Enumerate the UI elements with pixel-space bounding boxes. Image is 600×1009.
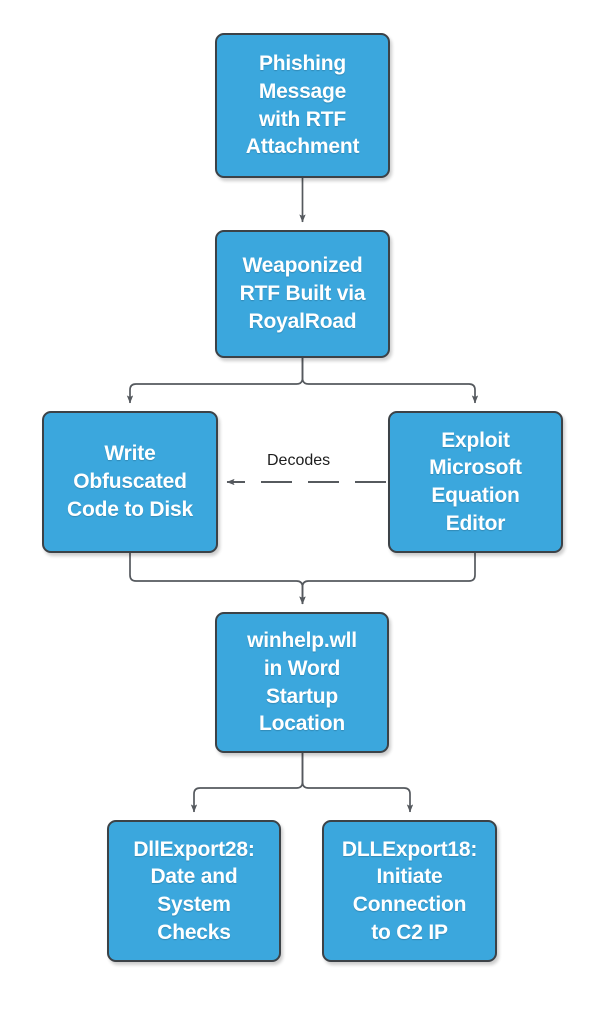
node-weaponized-rtf[interactable]: Weaponized RTF Built via RoyalRoad — [215, 230, 390, 358]
node-dllexport18[interactable]: DLLExport18: Initiate Connection to C2 I… — [322, 820, 497, 962]
node-exploit-equation-editor[interactable]: Exploit Microsoft Equation Editor — [388, 411, 563, 553]
edge-winhelp-to-dllexport28 — [190, 753, 304, 813]
edge-write-obfuscated-to-winhelp — [129, 553, 306, 605]
edge-weaponized-to-write-obfuscated — [126, 358, 304, 404]
edge-weaponized-to-exploit-equation-editor — [301, 358, 479, 404]
node-winhelp-wll[interactable]: winhelp.wll in Word Startup Location — [215, 612, 389, 753]
node-write-obfuscated-code[interactable]: Write Obfuscated Code to Disk — [42, 411, 218, 553]
edge-exploit-to-winhelp — [299, 553, 476, 605]
edge-label-decodes: Decodes — [264, 452, 334, 470]
node-phishing[interactable]: Phishing Message with RTF Attachment — [215, 33, 390, 178]
edge-winhelp-to-dllexport18 — [301, 753, 414, 813]
node-dllexport28[interactable]: DllExport28: Date and System Checks — [107, 820, 281, 962]
